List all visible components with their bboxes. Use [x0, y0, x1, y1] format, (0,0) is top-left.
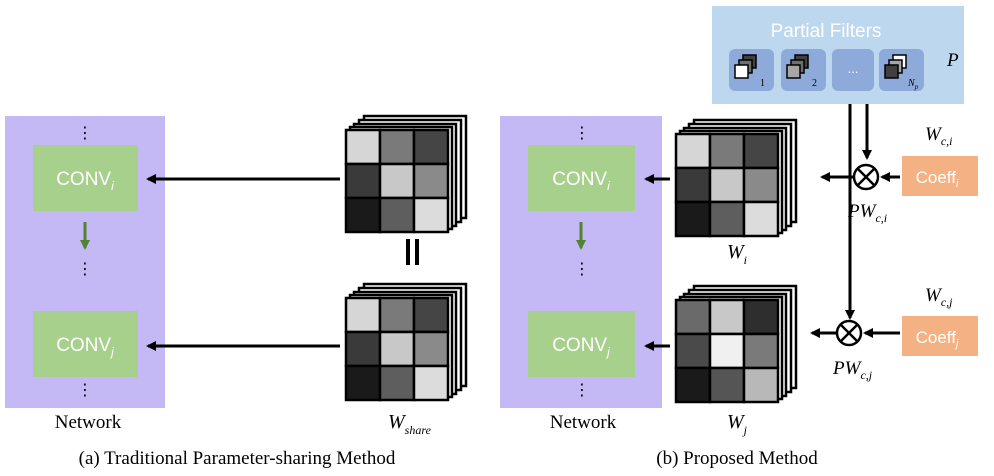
conv-i-label-a: CONVi [56, 169, 114, 193]
matrix-cell [378, 296, 416, 334]
ellipsis-text: ... [848, 61, 859, 76]
filter-sub-np: Np [907, 78, 919, 91]
vdots-a-top: ⋮ [77, 125, 93, 142]
multiply-node-j [835, 319, 863, 347]
matrix-cell [344, 364, 382, 402]
multiply-node-i [852, 163, 880, 191]
conv-j-box-b [528, 311, 635, 377]
matrix-cell [674, 298, 712, 336]
matrix-cell [378, 196, 416, 234]
conv-j-label-b: CONVj [552, 335, 610, 359]
matrix-cell [742, 132, 780, 170]
partial-filter-1: 1 [729, 49, 774, 91]
wc-i-label: Wc,i [925, 124, 953, 148]
matrix-cell [378, 162, 416, 200]
conv-j-box-a [33, 311, 138, 377]
vdots-a-bottom: ⋮ [77, 382, 93, 399]
matrix-cell [344, 128, 382, 166]
caption-a: (a) Traditional Parameter-sharing Method [79, 448, 396, 469]
matrix-cell [742, 298, 780, 336]
vdots-b-mid: ⋮ [574, 261, 590, 278]
matrix-cell [674, 200, 712, 238]
matrix-cell [412, 162, 450, 200]
w-share-label: Wshare [388, 411, 432, 437]
matrix-cell [742, 366, 780, 404]
pw-i-label: PWc,i [847, 201, 887, 225]
coeff-j-label: Coeffj [916, 328, 959, 350]
w-i-matrix [674, 118, 798, 238]
conv-i-label-b: CONVi [552, 169, 610, 193]
matrix-cell [378, 330, 416, 368]
filter-sub-1: 1 [760, 78, 765, 89]
matrix-cell [412, 128, 450, 166]
network-label-a: Network [55, 412, 122, 433]
p-label: P [946, 50, 959, 71]
matrix-cell [674, 332, 712, 370]
coeff-j-box [902, 316, 978, 356]
matrix-cell [378, 364, 416, 402]
conv-j-label-a: CONVj [56, 335, 114, 359]
matrix-cell [344, 162, 382, 200]
filter-stack-icon [884, 54, 907, 79]
matrix-cell [344, 330, 382, 368]
conv-i-box-b [528, 145, 635, 211]
matrix-cell [412, 296, 450, 334]
matrix-cell [412, 196, 450, 234]
matrix-cell [708, 166, 746, 204]
matrix-cell [708, 132, 746, 170]
partial-filter-np: Np [879, 49, 924, 91]
partial-filter-2: 2 [781, 49, 826, 91]
filter-sub-2: 2 [812, 78, 817, 89]
vdots-a-mid: ⋮ [77, 261, 93, 278]
matrix-cell [708, 332, 746, 370]
matrix-cell [674, 132, 712, 170]
vdots-b-bottom: ⋮ [574, 382, 590, 399]
matrix-cell [708, 366, 746, 404]
filter-stack-icon [786, 54, 809, 79]
partial-filter-ellipsis: ... [832, 49, 874, 91]
w-i-label: Wi [727, 241, 747, 267]
matrix-cell [708, 200, 746, 238]
conv-i-box-a [33, 145, 138, 211]
pw-j-label: PWc,j [832, 358, 873, 382]
matrix-cell [412, 364, 450, 402]
coeff-i-label: Coeffi [916, 168, 959, 190]
matrix-cell [378, 128, 416, 166]
matrix-cell [674, 366, 712, 404]
matrix-cell [742, 200, 780, 238]
w-share-bottom-matrix [344, 282, 468, 402]
w-j-label: Wj [727, 411, 748, 437]
w-j-matrix [674, 284, 798, 404]
panel-a: ⋮ CONVi ⋮ CONVj ⋮ Network Wshare (a) Tra… [5, 114, 468, 469]
equals-sign [406, 239, 419, 265]
matrix-cell [708, 298, 746, 336]
matrix-cell [344, 196, 382, 234]
panel-b: ⋮ CONVi ⋮ CONVj ⋮ Network Wi Wj Partial … [500, 6, 978, 469]
partial-filters-title: Partial Filters [771, 21, 882, 42]
network-label-b: Network [550, 412, 617, 433]
matrix-cell [742, 332, 780, 370]
matrix-cell [674, 166, 712, 204]
caption-b: (b) Proposed Method [656, 448, 818, 469]
wc-j-label: Wc,j [925, 285, 953, 309]
matrix-cell [344, 296, 382, 334]
matrix-cell [742, 166, 780, 204]
matrix-cell [412, 330, 450, 368]
vdots-b-top: ⋮ [574, 125, 590, 142]
w-share-top-matrix [344, 114, 468, 234]
filter-stack-icon [734, 54, 757, 79]
coeff-i-box [902, 156, 978, 196]
